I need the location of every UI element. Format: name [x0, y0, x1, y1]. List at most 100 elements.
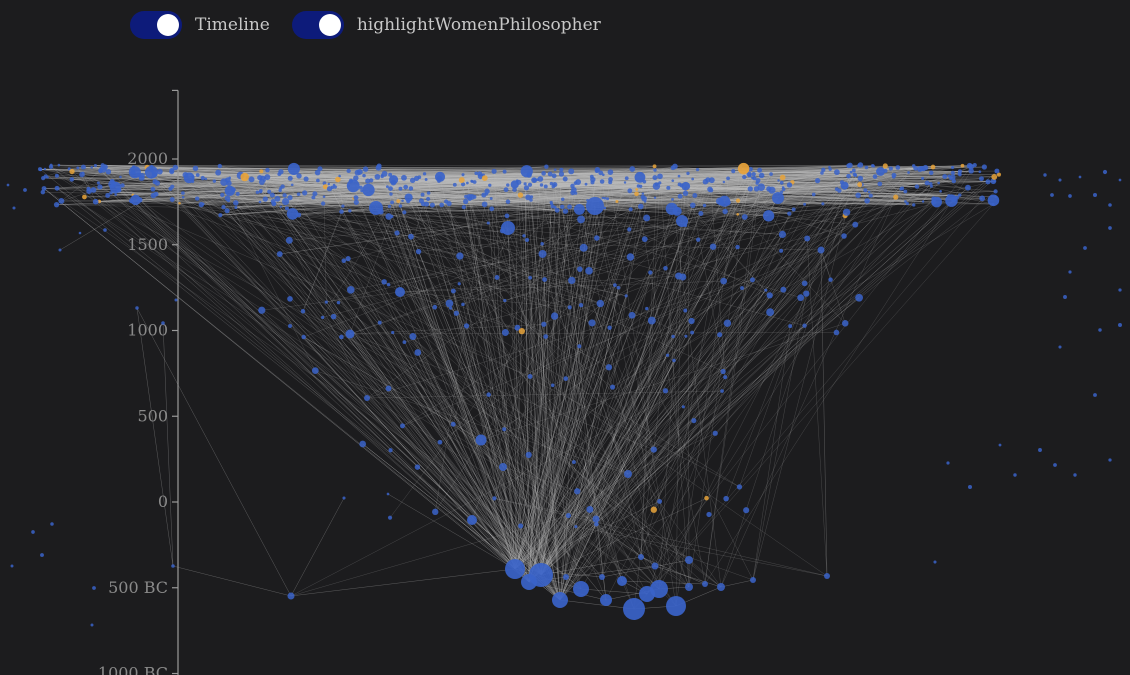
philosopher-node[interactable]	[486, 392, 491, 397]
philosopher-node[interactable]	[651, 562, 659, 570]
philosopher-node[interactable]	[568, 276, 576, 285]
philosopher-node[interactable]	[921, 200, 925, 203]
philosopher-node[interactable]	[215, 169, 222, 176]
philosopher-node[interactable]	[387, 204, 392, 208]
philosopher-node[interactable]	[570, 186, 577, 193]
philosopher-node[interactable]	[981, 164, 987, 170]
philosopher-node[interactable]	[342, 496, 346, 500]
philosopher-node[interactable]	[58, 248, 62, 252]
philosopher-node[interactable]	[1058, 345, 1062, 349]
philosopher-node[interactable]	[336, 300, 341, 305]
philosopher-node[interactable]	[432, 508, 439, 516]
philosopher-node[interactable]	[477, 173, 484, 180]
philosopher-node[interactable]	[685, 556, 693, 564]
philosopher-node[interactable]	[691, 418, 697, 424]
philosopher-node[interactable]	[558, 171, 565, 177]
philosopher-node[interactable]	[320, 315, 325, 320]
philosopher-node[interactable]	[599, 574, 605, 580]
philosopher-node[interactable]	[821, 202, 825, 206]
philosopher-node[interactable]	[286, 208, 299, 220]
philosopher-node[interactable]	[691, 177, 695, 181]
philosopher-node[interactable]	[1092, 192, 1098, 198]
philosopher-node[interactable]	[183, 172, 195, 184]
philosopher-node[interactable]	[550, 383, 555, 388]
philosopher-node[interactable]	[696, 237, 701, 242]
philosopher-node[interactable]	[870, 163, 875, 168]
philosopher-node[interactable]	[903, 189, 908, 194]
women-philosopher-node[interactable]	[396, 199, 401, 204]
philosopher-node[interactable]	[539, 183, 544, 187]
philosopher-node[interactable]	[280, 184, 285, 189]
philosopher-node[interactable]	[755, 178, 761, 183]
philosopher-node[interactable]	[135, 306, 139, 310]
philosopher-node[interactable]	[502, 427, 507, 432]
philosopher-node[interactable]	[1118, 288, 1122, 292]
philosopher-node[interactable]	[58, 198, 65, 204]
philosopher-node[interactable]	[200, 175, 205, 181]
philosopher-node[interactable]	[947, 174, 951, 178]
philosopher-node[interactable]	[637, 203, 644, 210]
philosopher-node[interactable]	[520, 165, 533, 178]
women-philosopher-node[interactable]	[517, 192, 524, 198]
philosopher-node[interactable]	[900, 186, 905, 191]
philosopher-node[interactable]	[857, 162, 864, 168]
philosopher-node[interactable]	[842, 208, 851, 216]
philosopher-node[interactable]	[434, 171, 446, 182]
philosopher-node[interactable]	[624, 176, 629, 181]
philosopher-node[interactable]	[929, 170, 934, 176]
philosopher-node[interactable]	[720, 368, 726, 375]
philosopher-node[interactable]	[603, 196, 607, 200]
women-philosopher-node[interactable]	[335, 176, 341, 183]
philosopher-node[interactable]	[891, 172, 897, 178]
philosopher-node[interactable]	[942, 174, 948, 179]
philosopher-node[interactable]	[682, 190, 689, 197]
philosopher-node[interactable]	[1093, 393, 1097, 397]
philosopher-node[interactable]	[217, 163, 223, 169]
philosopher-node[interactable]	[90, 166, 93, 169]
philosopher-node[interactable]	[553, 168, 557, 172]
philosopher-node[interactable]	[387, 515, 393, 520]
philosopher-node[interactable]	[488, 183, 492, 187]
philosopher-node[interactable]	[171, 564, 175, 568]
philosopher-node[interactable]	[79, 171, 85, 178]
philosopher-node[interactable]	[735, 244, 740, 250]
philosopher-node[interactable]	[312, 191, 318, 197]
philosopher-node[interactable]	[409, 177, 416, 184]
philosopher-node[interactable]	[324, 300, 328, 304]
philosopher-node[interactable]	[994, 168, 1000, 174]
philosopher-node[interactable]	[492, 496, 497, 501]
philosopher-node[interactable]	[353, 195, 359, 201]
philosopher-node[interactable]	[528, 275, 533, 280]
philosopher-node[interactable]	[867, 190, 871, 194]
philosopher-node[interactable]	[702, 179, 709, 185]
philosopher-node[interactable]	[964, 184, 971, 191]
philosopher-node[interactable]	[736, 484, 743, 490]
philosopher-node[interactable]	[195, 173, 200, 177]
philosopher-node[interactable]	[663, 265, 668, 271]
philosopher-node[interactable]	[420, 192, 425, 197]
philosopher-node[interactable]	[563, 376, 569, 382]
women-philosopher-node[interactable]	[615, 199, 619, 203]
philosopher-node[interactable]	[802, 323, 807, 328]
highlight-women-switch-knob[interactable]	[318, 14, 341, 36]
philosopher-node[interactable]	[950, 174, 956, 180]
philosopher-node[interactable]	[840, 181, 849, 190]
philosopher-node[interactable]	[489, 197, 493, 200]
philosopher-node[interactable]	[702, 203, 707, 208]
philosopher-node[interactable]	[105, 193, 111, 198]
philosopher-node[interactable]	[851, 168, 856, 173]
philosopher-node[interactable]	[931, 196, 942, 208]
philosopher-node[interactable]	[623, 181, 627, 184]
philosopher-node[interactable]	[1108, 458, 1112, 462]
philosopher-node[interactable]	[568, 168, 575, 175]
women-philosopher-node[interactable]	[458, 177, 465, 184]
philosopher-node[interactable]	[560, 204, 565, 210]
philosopher-node[interactable]	[525, 237, 530, 243]
philosopher-node[interactable]	[542, 277, 548, 283]
women-philosopher-node[interactable]	[652, 164, 657, 169]
philosopher-node[interactable]	[671, 179, 675, 183]
philosopher-node[interactable]	[723, 375, 728, 380]
philosopher-node[interactable]	[600, 594, 612, 606]
philosopher-node[interactable]	[864, 165, 869, 170]
women-philosopher-node[interactable]	[634, 191, 639, 197]
